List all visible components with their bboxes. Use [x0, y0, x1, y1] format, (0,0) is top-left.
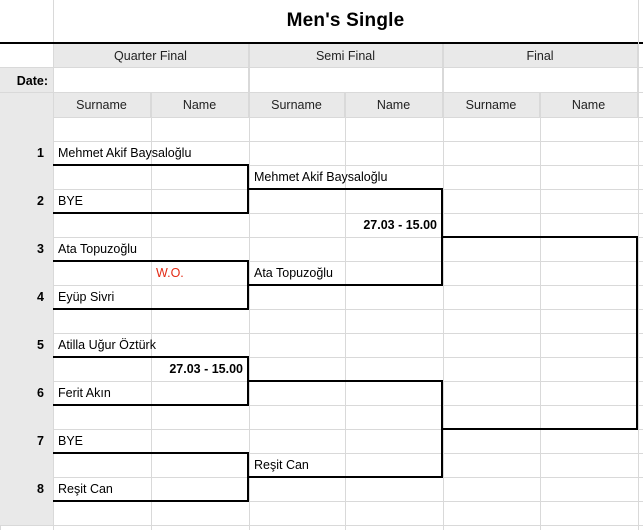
sf-winner-2[interactable]: Ata Topuzoğlu — [254, 266, 333, 280]
qf-match4-bottom-line — [53, 500, 249, 502]
qf-player-7[interactable]: BYE — [58, 434, 84, 448]
final-winner-name[interactable] — [540, 213, 638, 237]
grid-row-line-6 — [0, 261, 643, 262]
seed-spacer-3 — [0, 261, 53, 285]
sf-match2-top-line — [249, 380, 443, 382]
grid-row-line-16 — [0, 501, 643, 502]
grid-line-under-column-header — [0, 117, 643, 118]
seed-number-7: 7 — [0, 429, 53, 453]
qf-match2-walkover-note: W.O. — [156, 266, 184, 280]
seed-spacer-1 — [0, 165, 53, 189]
grid-row-line-9 — [0, 333, 643, 334]
seed-spacer-4 — [0, 309, 53, 333]
grid-row-line-10 — [0, 357, 643, 358]
date-label: Date: — [0, 68, 53, 93]
qf-match4-right-line — [247, 452, 249, 502]
grid-col-line-5 — [443, 44, 444, 530]
seed-spacer-0 — [0, 117, 53, 141]
qf-player-5[interactable]: Atilla Uğur Öztürk — [58, 338, 156, 352]
column-header-sf-surname: Surname — [249, 93, 345, 117]
grid-line-under-date-row — [0, 92, 643, 93]
qf-match2-top-line — [53, 260, 249, 262]
seed-number-4: 4 — [0, 285, 53, 309]
grid-col-line-3 — [249, 44, 250, 530]
round-header-quarter-final: Quarter Final — [53, 44, 249, 68]
sf-match1-bottom-line — [249, 284, 443, 286]
grid-row-line-14 — [0, 453, 643, 454]
qf-match3-right-line — [247, 356, 249, 406]
column-header-qf-name: Name — [151, 93, 249, 117]
grid-line-under-round-header — [0, 67, 643, 68]
grid-row-line-4 — [0, 213, 643, 214]
qf-match3-top-line — [53, 356, 249, 358]
grid-row-line-2 — [0, 165, 643, 166]
date-value-quarter-final[interactable] — [53, 68, 249, 93]
seed-spacer-7 — [0, 453, 53, 477]
grid-col-line-2 — [151, 93, 152, 530]
grid-row-line-8 — [0, 309, 643, 310]
date-value-final[interactable] — [443, 68, 638, 93]
qf-match1-bottom-line — [53, 212, 249, 214]
seed-spacer-5 — [0, 357, 53, 381]
sf-winner-3[interactable] — [249, 381, 443, 405]
qf-match4-top-line — [53, 452, 249, 454]
final-schedule-note — [540, 309, 638, 333]
final-top-line — [443, 236, 638, 238]
sf-winner-4[interactable]: Reşit Can — [254, 458, 309, 472]
qf-match1-top-line — [53, 164, 249, 166]
qf-player-2[interactable]: BYE — [58, 194, 84, 208]
column-header-sf-name: Name — [345, 93, 443, 117]
round-header-final: Final — [443, 44, 638, 68]
seed-number-1: 1 — [0, 141, 53, 165]
grid-row-line-13 — [0, 429, 643, 430]
qf-match3-schedule-note: 27.03 - 15.00 — [169, 362, 243, 376]
column-header-qf-surname: Surname — [53, 93, 151, 117]
round-header-corner — [0, 44, 53, 68]
qf-player-3[interactable]: Ata Topuzoğlu — [58, 242, 137, 256]
sf-match1-right-line — [441, 188, 443, 286]
seed-number-3: 3 — [0, 237, 53, 261]
date-value-semi-final[interactable] — [249, 68, 443, 93]
qf-match3-bottom-line — [53, 404, 249, 406]
grid-row-line-17 — [0, 525, 643, 526]
grid-col-line-7 — [638, 0, 639, 530]
grid-line-title-col1 — [53, 0, 54, 42]
seed-number-5: 5 — [0, 333, 53, 357]
round-header-semi-final: Semi Final — [249, 44, 443, 68]
grid-row-line-1 — [0, 141, 643, 142]
seed-spacer-8 — [0, 501, 53, 525]
seed-number-8: 8 — [0, 477, 53, 501]
column-header-corner — [0, 93, 53, 117]
qf-player-8[interactable]: Reşit Can — [58, 482, 113, 496]
qf-player-4[interactable]: Eyüp Sivri — [58, 290, 115, 304]
qf-match2-right-line — [247, 260, 249, 310]
grid-row-line-5 — [0, 237, 643, 238]
grid-col-line-1 — [53, 44, 54, 530]
final-winner-surname[interactable] — [443, 213, 540, 237]
qf-match2-bottom-line — [53, 308, 249, 310]
final-right-line — [636, 236, 638, 430]
column-header-f-name: Name — [540, 93, 638, 117]
grid-col-line-4 — [345, 93, 346, 530]
final-bottom-line — [443, 428, 638, 430]
sf-match1-top-line — [249, 188, 443, 190]
grid-row-line-12 — [0, 405, 643, 406]
sf-match2-right-line — [441, 380, 443, 478]
title-row — [0, 0, 643, 44]
sf-match1-schedule-note: 27.03 - 15.00 — [363, 218, 437, 232]
qf-match1-right-line — [247, 164, 249, 214]
column-header-f-surname: Surname — [443, 93, 540, 117]
qf-player-6[interactable]: Ferit Akın — [58, 386, 111, 400]
sf-match2-bottom-line — [249, 476, 443, 478]
seed-number-6: 6 — [0, 381, 53, 405]
seed-spacer-2 — [0, 213, 53, 237]
seed-number-2: 2 — [0, 189, 53, 213]
seed-spacer-6 — [0, 405, 53, 429]
page-title: Men's Single — [286, 10, 405, 31]
grid-col-line-6 — [540, 93, 541, 530]
qf-player-1[interactable]: Mehmet Akif Baysaloğlu — [58, 146, 192, 160]
sf-winner-1[interactable]: Mehmet Akif Baysaloğlu — [254, 170, 388, 184]
